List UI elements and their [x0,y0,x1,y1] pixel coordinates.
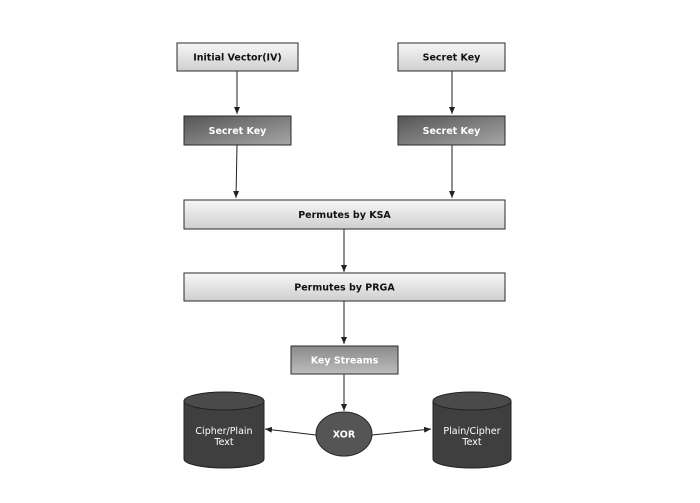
arrow-secret-key-left-to-ksa [233,144,240,199]
arrow-xor-to-cipher-plain [264,426,317,436]
connectors [233,71,455,436]
ksa-box: Permutes by KSA [183,199,506,230]
arrow-xor-to-plain-cipher [371,426,432,436]
ksa-label: Permutes by KSA [298,210,391,221]
secret-key-left-label: Secret Key [209,126,268,137]
xor-label: XOR [333,430,356,441]
prga-box: Permutes by PRGA [183,272,506,302]
plain-cipher-label-line1: Plain/Cipher [443,426,500,437]
cipher-plain-label-line2: Text [213,437,233,448]
plain-cipher-cylinder: Plain/Cipher Text [432,391,512,469]
secret-key-right-label: Secret Key [423,126,482,137]
plain-cipher-label-line2: Text [461,437,481,448]
key-streams-label: Key Streams [311,356,379,367]
cipher-plain-label-line1: Cipher/Plain [195,426,252,437]
secret-key-top-box: Secret Key [397,42,506,72]
initial-vector-label: Initial Vector(IV) [193,53,282,64]
secret-key-top-label: Secret Key [423,53,482,64]
initial-vector-box: Initial Vector(IV) [176,42,299,72]
xor-node: XOR [315,411,373,457]
cipher-plain-cylinder: Cipher/Plain Text [183,391,265,469]
key-streams-box: Key Streams [290,345,399,375]
secret-key-left-box: Secret Key [183,115,292,146]
secret-key-right-box: Secret Key [397,115,506,146]
prga-label: Permutes by PRGA [294,283,395,294]
